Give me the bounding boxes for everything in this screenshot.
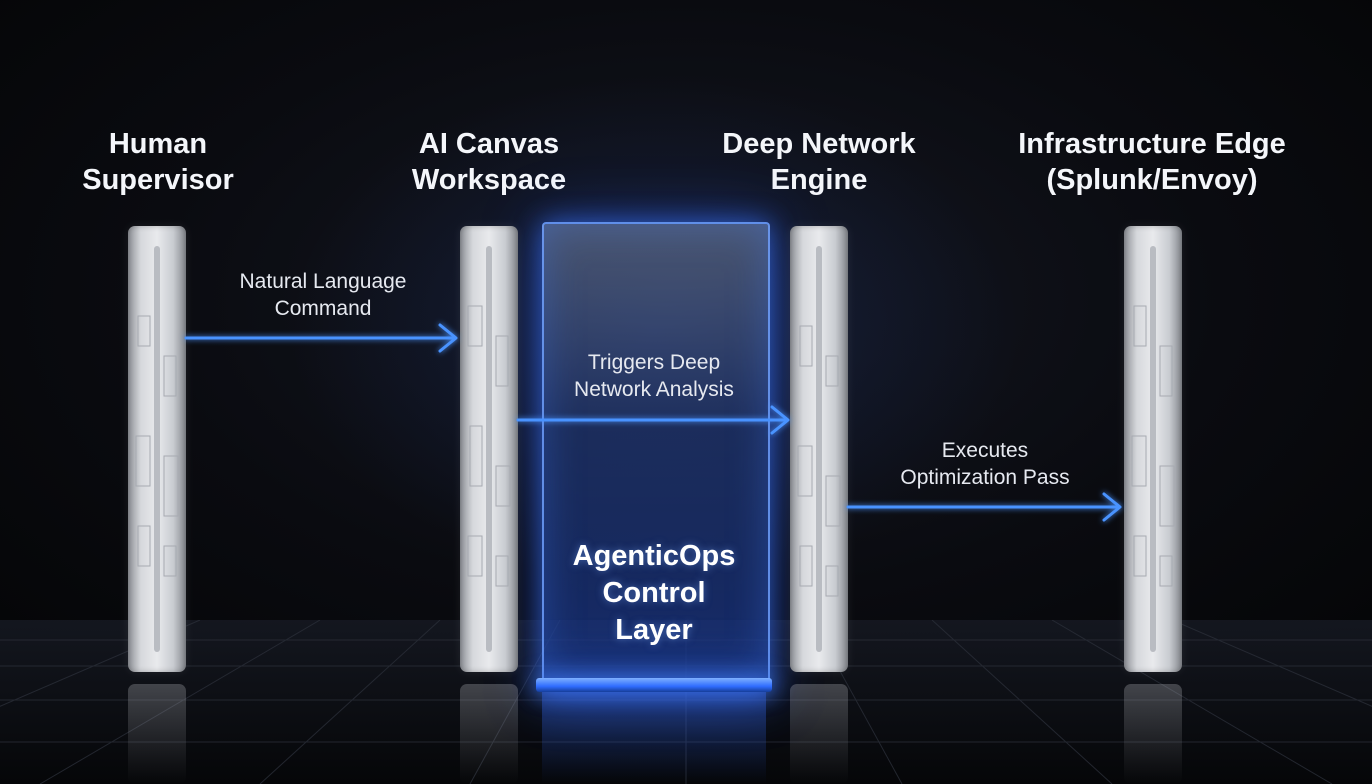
control-layer-reflection [542, 692, 766, 784]
edge-label-executes-optimization-pass: Executes Optimization Pass [900, 439, 1070, 489]
circuit-pattern-icon [1131, 246, 1175, 652]
pillar-reflection [1124, 684, 1182, 784]
column-title-deep-network-engine: Deep Network Engine [722, 128, 916, 196]
pillar-reflection [128, 684, 186, 784]
pillar-reflection [790, 684, 848, 784]
arrow-natural-language-command [184, 323, 458, 353]
edge-label-natural-language-command: Natural Language Command [239, 270, 407, 320]
circuit-pattern-icon [797, 246, 841, 652]
column-title-ai-canvas-workspace: AI Canvas Workspace [411, 128, 567, 196]
column-title-infrastructure-edge: Infrastructure Edge (Splunk/Envoy) [1018, 128, 1286, 196]
arrow-executes-optimization-pass [846, 492, 1122, 522]
edge-label-triggers-deep-network-analysis: Triggers Deep Network Analysis [574, 351, 734, 401]
control-layer-glow-base [536, 678, 772, 692]
circuit-pattern-icon [467, 246, 511, 652]
pillar-human-supervisor [128, 226, 186, 672]
agenticops-control-layer-label: AgenticOps Control Layer [572, 540, 736, 646]
pillar-deep-network-engine [790, 226, 848, 672]
agenticops-control-layer-box [542, 222, 770, 688]
circuit-pattern-icon [135, 246, 179, 652]
pillar-ai-canvas-workspace [460, 226, 518, 672]
pillar-infrastructure-edge [1124, 226, 1182, 672]
pillar-reflection [460, 684, 518, 784]
column-title-human-supervisor: Human Supervisor [82, 128, 234, 196]
